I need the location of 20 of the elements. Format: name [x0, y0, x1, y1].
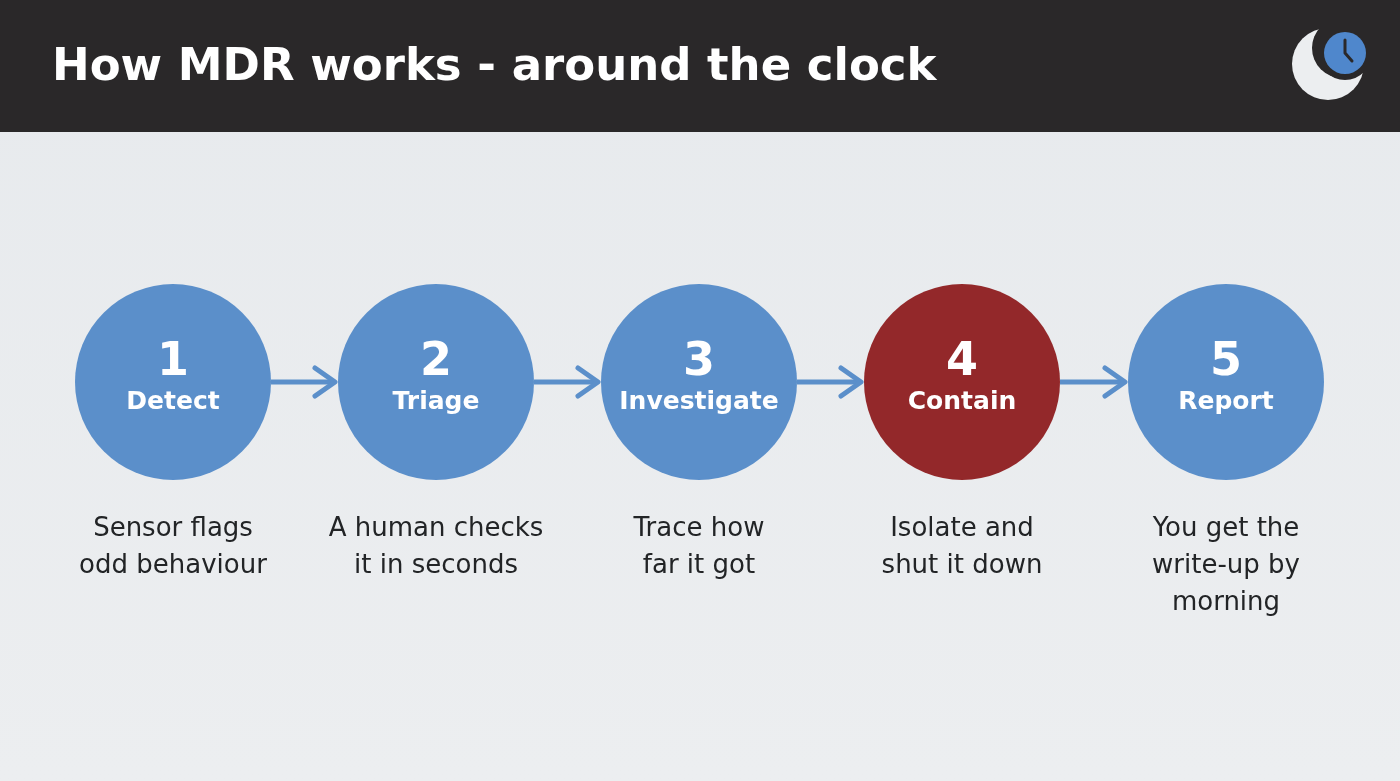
- step-description: Isolate and shut it down: [880, 511, 1044, 581]
- step-number: 1: [157, 334, 189, 384]
- step-label: Report: [1178, 385, 1274, 417]
- arrow: [1060, 365, 1128, 399]
- step-description: Sensor flags odd behaviour: [78, 511, 268, 581]
- step-label: Investigate: [619, 385, 779, 417]
- step-description: Trace how far it got: [632, 511, 766, 581]
- step-number: 4: [946, 334, 978, 384]
- step-description: You get the write-up by morning: [1151, 511, 1301, 618]
- title: How MDR works - around the clock: [52, 37, 937, 93]
- step-label: Contain: [907, 385, 1017, 417]
- arrow: [534, 365, 601, 399]
- step-description: A human checks it in seconds: [327, 511, 545, 581]
- step-number: 5: [1210, 334, 1242, 384]
- step-label: Triage: [392, 385, 480, 417]
- arrow: [271, 365, 338, 399]
- step-label: Detect: [126, 385, 220, 417]
- step-number: 2: [420, 334, 452, 384]
- arrow: [797, 365, 864, 399]
- step-number: 3: [683, 334, 715, 384]
